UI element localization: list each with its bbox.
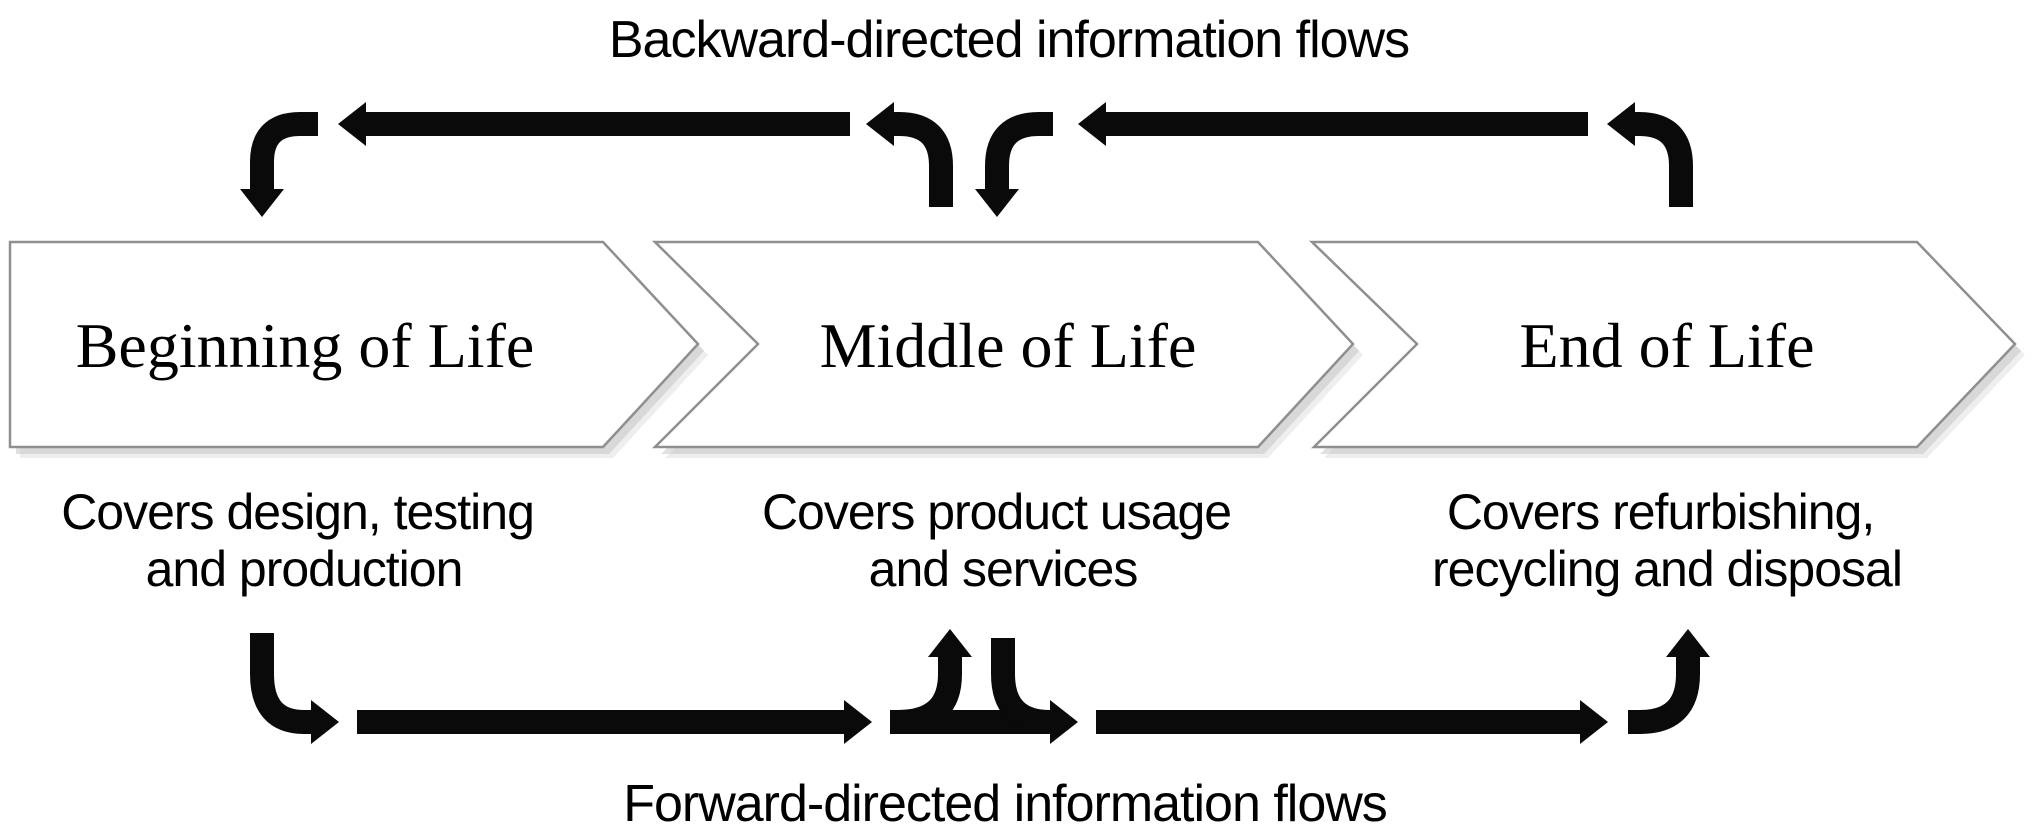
caption-line: Covers refurbishing, bbox=[1447, 484, 1874, 540]
arrowhead-right-icon bbox=[1050, 700, 1078, 744]
caption-bol: Covers design, testing and production bbox=[61, 484, 547, 597]
arrowhead-up-icon bbox=[1666, 629, 1710, 657]
backward-flows-label: Backward-directed information flows bbox=[609, 11, 1409, 69]
backward-arrow-from-eol bbox=[1607, 102, 1693, 207]
caption-line: recycling and disposal bbox=[1432, 541, 1902, 597]
curve-down-from-bol bbox=[250, 633, 311, 734]
arrowhead-right-icon bbox=[1580, 700, 1608, 744]
forward-junction bbox=[890, 629, 1078, 744]
stage-end-of-life: End of Life bbox=[1308, 240, 2025, 458]
arrowhead-right-icon bbox=[844, 700, 872, 744]
forward-bar-right bbox=[1096, 700, 1608, 744]
stage-title: End of Life bbox=[1520, 310, 1815, 381]
arrowhead-right-icon bbox=[311, 700, 339, 744]
curve-up-into-eol bbox=[1628, 657, 1700, 734]
forward-flows-label: Forward-directed information flows bbox=[623, 775, 1387, 833]
stage-title: Beginning of Life bbox=[76, 310, 535, 381]
caption-mol: Covers product usage and services bbox=[762, 484, 1244, 597]
arrowhead-left-icon bbox=[1607, 102, 1635, 146]
arrowhead-left-icon bbox=[1078, 102, 1106, 146]
curve-up-from-eol bbox=[1635, 112, 1693, 207]
caption-line: Covers product usage bbox=[762, 484, 1231, 540]
chevron-shape bbox=[651, 240, 1355, 449]
curve-down-from-mol bbox=[991, 638, 1051, 734]
curve-up-from-mol bbox=[894, 112, 953, 207]
backward-bar-left bbox=[338, 102, 850, 146]
arrowhead-down-icon bbox=[975, 189, 1019, 217]
backward-arrow-into-bol bbox=[240, 112, 318, 217]
backward-arrow-from-mol bbox=[866, 102, 953, 207]
caption-line: and services bbox=[869, 541, 1138, 597]
arrowhead-down-icon bbox=[240, 189, 284, 217]
forward-arrow-into-eol bbox=[1628, 629, 1710, 734]
chevron-shape bbox=[8, 240, 700, 449]
arrowhead-left-icon bbox=[866, 102, 894, 146]
stage-title: Middle of Life bbox=[820, 310, 1197, 381]
arrowhead-left-icon bbox=[338, 102, 366, 146]
stage-beginning-of-life: Beginning of Life bbox=[8, 240, 708, 458]
forward-bar-left bbox=[357, 700, 872, 744]
caption-line: and production bbox=[146, 541, 463, 597]
stage-middle-of-life: Middle of Life bbox=[651, 240, 1363, 458]
caption-eol: Covers refurbishing, recycling and dispo… bbox=[1432, 484, 1902, 597]
backward-bar-right bbox=[1078, 102, 1588, 146]
curve-down-into-mol bbox=[985, 112, 1053, 190]
backward-arrow-into-mol bbox=[975, 112, 1053, 217]
chevron-shape bbox=[1308, 240, 2017, 449]
curve-up-into-mol bbox=[897, 657, 962, 734]
curve-down-into-bol bbox=[250, 112, 318, 190]
forward-arrow-from-bol bbox=[250, 633, 339, 744]
caption-line: Covers design, testing bbox=[61, 484, 534, 540]
arrowhead-up-icon bbox=[928, 629, 972, 657]
